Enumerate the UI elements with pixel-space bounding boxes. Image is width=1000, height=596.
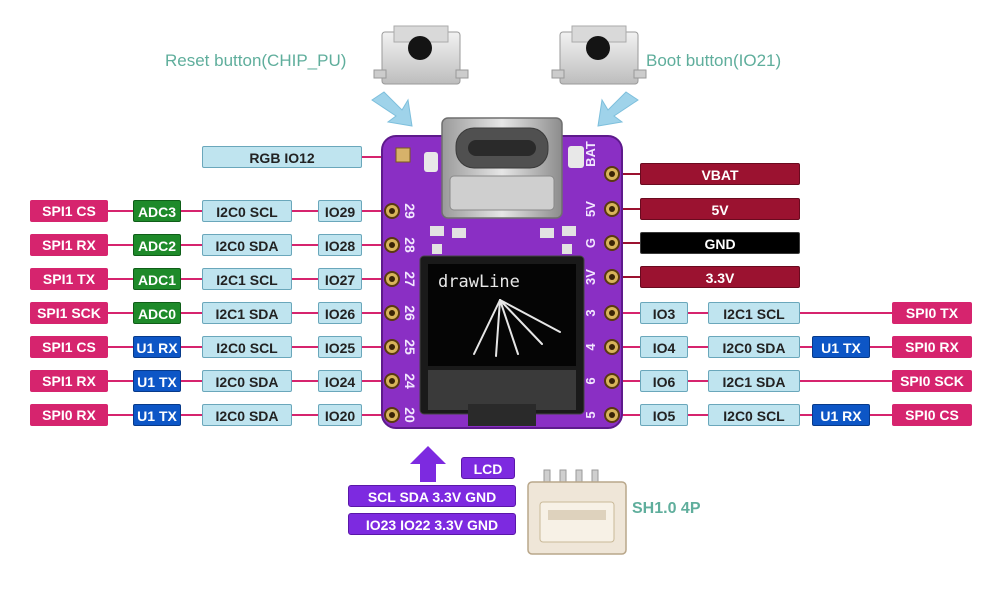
uart-label: U1 TX: [133, 404, 181, 426]
left-io-label: IO29: [318, 200, 362, 222]
left-i2c-label: I2C0 SDA: [202, 234, 292, 256]
left-spi-label: SPI1 CS: [30, 200, 108, 222]
boot-arrow: [597, 91, 639, 127]
left-i2c-label: I2C1 SCL: [202, 268, 292, 290]
right-spi-label: SPI0 TX: [892, 302, 972, 324]
adc-label: ADC1: [133, 268, 181, 290]
power-pin-0-hole: [609, 171, 615, 177]
pin-headers: [384, 166, 620, 423]
left-silk-number: 29: [402, 203, 418, 219]
right-silk-label: 3V: [583, 269, 598, 285]
left-silk-number: 24: [402, 373, 418, 389]
usb-c-connector: [441, 117, 563, 219]
right-silk-label: 6: [583, 377, 598, 385]
power-label: GND: [640, 232, 800, 254]
right-silk-label: 4: [583, 343, 598, 351]
right-silk-label: G: [583, 237, 598, 249]
right-i2c-label: I2C0 SCL: [708, 404, 800, 426]
right-uart-label: U1 RX: [812, 404, 870, 426]
left-spi-label: SPI1 SCK: [30, 302, 108, 324]
left-silk-number: 27: [402, 271, 418, 287]
left-i2c-label: I2C0 SDA: [202, 404, 292, 426]
reset-button-image: [373, 25, 469, 85]
left-spi-label: SPI1 RX: [30, 234, 108, 256]
left-io-label: IO26: [318, 302, 362, 324]
right-silk-label: 5V: [583, 201, 598, 217]
right-io-label: IO6: [640, 370, 688, 392]
lcd-signals: SCL SDA 3.3V GND: [348, 485, 516, 507]
right-pin-1-hole: [609, 344, 615, 350]
left-spi-label: SPI1 TX: [30, 268, 108, 290]
oled-text: drawLine: [438, 272, 520, 292]
left-silk-number: 20: [402, 407, 418, 423]
reset-arrow: [371, 91, 413, 127]
left-pin-2-hole: [389, 276, 395, 282]
rgb-label: RGB IO12: [202, 146, 362, 168]
right-io-label: IO5: [640, 404, 688, 426]
right-pin-2-hole: [609, 378, 615, 384]
right-silk-label: 5: [583, 411, 598, 419]
right-spi-label: SPI0 CS: [892, 404, 972, 426]
left-pin-1-hole: [389, 242, 395, 248]
left-pin-6-hole: [389, 412, 395, 418]
right-io-label: IO4: [640, 336, 688, 358]
left-io-label: IO25: [318, 336, 362, 358]
right-pin-0-hole: [609, 310, 615, 316]
left-silk-number: 28: [402, 237, 418, 253]
left-i2c-label: I2C0 SCL: [202, 200, 292, 222]
right-spi-label: SPI0 SCK: [892, 370, 972, 392]
right-io-label: IO3: [640, 302, 688, 324]
left-spi-label: SPI0 RX: [30, 404, 108, 426]
left-spi-label: SPI1 CS: [30, 336, 108, 358]
left-silk-number: 25: [402, 339, 418, 355]
left-spi-label: SPI1 RX: [30, 370, 108, 392]
right-silk-label: BAT: [583, 141, 598, 167]
left-io-label: IO27: [318, 268, 362, 290]
power-pin-1-hole: [609, 206, 615, 212]
right-pin-3-hole: [609, 412, 615, 418]
left-silk-number: 26: [402, 305, 418, 321]
uart-label: U1 TX: [133, 370, 181, 392]
right-i2c-label: I2C1 SCL: [708, 302, 800, 324]
left-io-label: IO20: [318, 404, 362, 426]
right-spi-label: SPI0 RX: [892, 336, 972, 358]
oled-screen: [419, 255, 585, 426]
adc-label: ADC0: [133, 302, 181, 324]
left-i2c-label: I2C0 SCL: [202, 336, 292, 358]
adc-label: ADC2: [133, 234, 181, 256]
right-i2c-label: I2C0 SDA: [708, 336, 800, 358]
right-uart-label: U1 TX: [812, 336, 870, 358]
connector-caption: SH1.0 4P: [632, 500, 701, 517]
lcd-arrow: [410, 446, 446, 482]
power-label: 5V: [640, 198, 800, 220]
left-pin-0-hole: [389, 208, 395, 214]
boot-button-image: [551, 25, 647, 85]
reset-caption: Reset button(CHIP_PU): [165, 51, 347, 70]
left-pin-5-hole: [389, 378, 395, 384]
power-pin-2-hole: [609, 240, 615, 246]
boot-caption: Boot button(IO21): [646, 51, 782, 70]
lcd-title: LCD: [461, 457, 515, 479]
right-silk-label: 3: [583, 309, 598, 317]
lcd-pins: IO23 IO22 3.3V GND: [348, 513, 516, 535]
adc-label: ADC3: [133, 200, 181, 222]
left-i2c-label: I2C0 SDA: [202, 370, 292, 392]
uart-label: U1 RX: [133, 336, 181, 358]
power-label: 3.3V: [640, 266, 800, 288]
left-pin-4-hole: [389, 344, 395, 350]
left-io-label: IO24: [318, 370, 362, 392]
power-pin-3-hole: [609, 274, 615, 280]
sh-connector-image: [527, 469, 627, 555]
power-label: VBAT: [640, 163, 800, 185]
left-i2c-label: I2C1 SDA: [202, 302, 292, 324]
left-pin-3-hole: [389, 310, 395, 316]
left-io-label: IO28: [318, 234, 362, 256]
right-i2c-label: I2C1 SDA: [708, 370, 800, 392]
